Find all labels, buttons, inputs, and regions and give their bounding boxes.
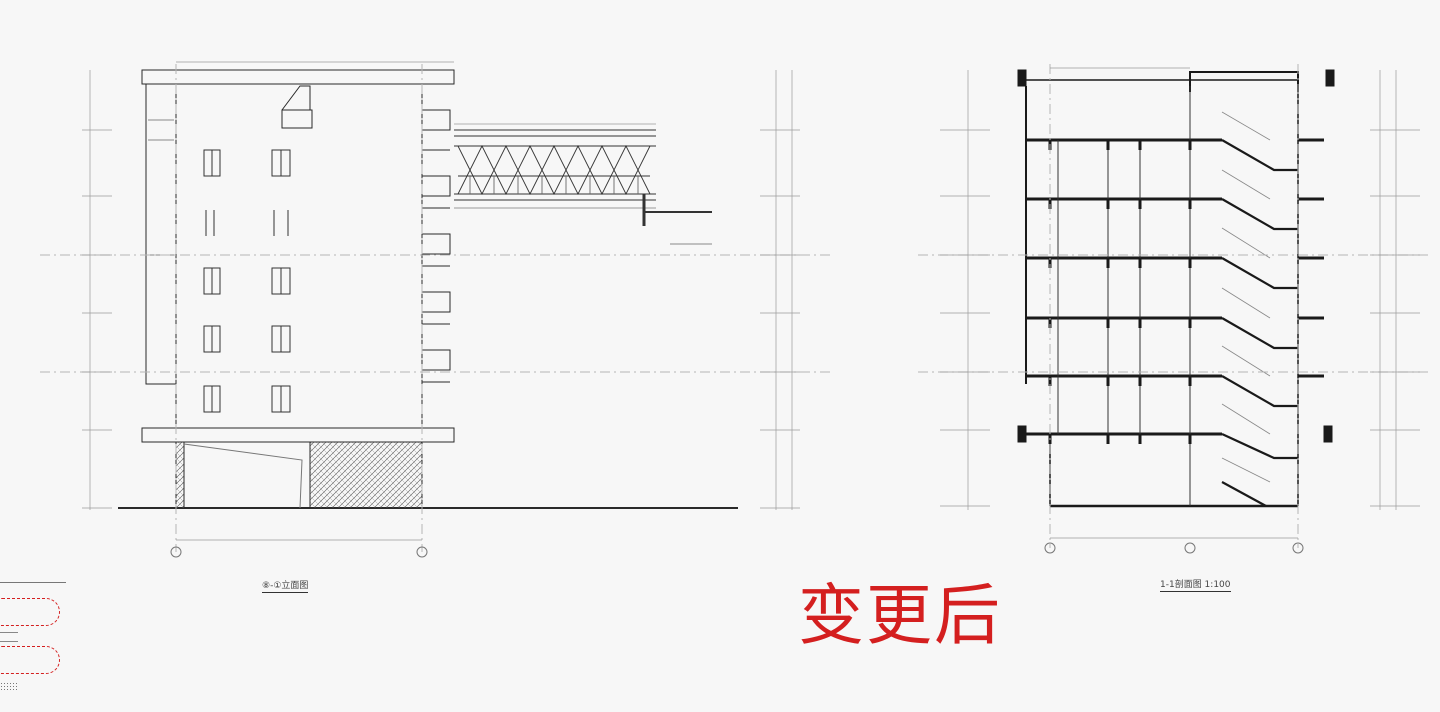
left-elevation (40, 61, 830, 558)
legend-divider (0, 582, 66, 583)
legend-highlight-oval (0, 598, 60, 626)
legend-highlight-oval (0, 646, 60, 674)
right-drawing-caption: 1-1剖面图 1:100 (1160, 577, 1231, 592)
truss-bridge (454, 129, 712, 245)
legend-swatch-lines (0, 632, 18, 642)
legend-panel (0, 582, 68, 712)
revision-stamp-text: 变更后 (798, 577, 1002, 654)
right-section (918, 64, 1430, 554)
left-drawing-caption: ⑧-①立面图 (262, 578, 309, 593)
legend-swatch-dots (0, 682, 18, 690)
